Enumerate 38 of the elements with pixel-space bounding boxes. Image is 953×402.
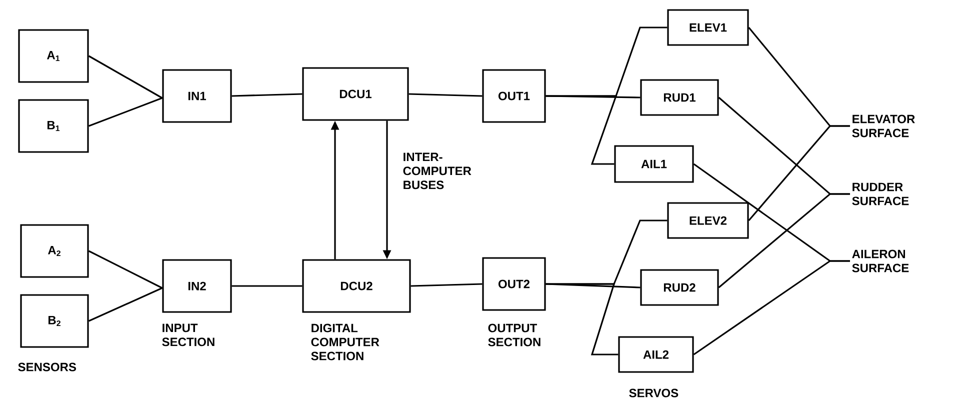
connector-line — [748, 125, 850, 222]
section-label: SERVOS — [629, 388, 678, 398]
section-label: DIGITAL COMPUTER SECTION — [311, 324, 380, 360]
block-box: IN2 — [162, 259, 232, 313]
block-box: RUD2 — [640, 269, 719, 306]
block-box: A$_{2}$ — [20, 224, 89, 278]
block-box: ELEV1 — [667, 9, 749, 46]
block-box: DCU2 — [302, 259, 411, 313]
block-box: IN1 — [162, 69, 232, 123]
block-box: OUT2 — [482, 257, 546, 311]
connector-line — [88, 55, 163, 99]
surface-label: ELEVATOR SURFACE — [852, 114, 915, 138]
block-box: DCU1 — [302, 67, 409, 121]
surface-label: AILERON SURFACE — [852, 250, 909, 272]
block-box: RUD1 — [640, 79, 719, 116]
block-box: AIL1 — [614, 145, 694, 183]
block-box: OUT1 — [482, 69, 546, 123]
connector-line — [232, 93, 302, 97]
surface-label: RUDDER SURFACE — [852, 182, 909, 206]
connector-line — [546, 283, 618, 356]
block-box: A$_{1}$ — [18, 29, 89, 83]
block-box: B$_{1}$ — [18, 99, 89, 153]
section-label: INTER- COMPUTER BUSES — [403, 152, 472, 190]
section-label: INPUT SECTION — [162, 324, 214, 346]
section-label: OUTPUT SECTION — [488, 324, 540, 346]
connector-line — [88, 287, 163, 322]
connector-line — [718, 193, 850, 288]
connector-line — [88, 97, 162, 127]
connector-line — [410, 283, 482, 287]
connector-line — [693, 260, 850, 356]
block-box: B$_{2}$ — [20, 294, 89, 348]
connector-line — [88, 250, 163, 289]
connector-line — [408, 93, 482, 97]
block-box: ELEV2 — [667, 202, 749, 239]
section-label: SENSORS — [18, 362, 76, 372]
connector-line — [232, 285, 302, 287]
connector-line — [546, 95, 618, 165]
block-box: AIL2 — [618, 336, 694, 373]
